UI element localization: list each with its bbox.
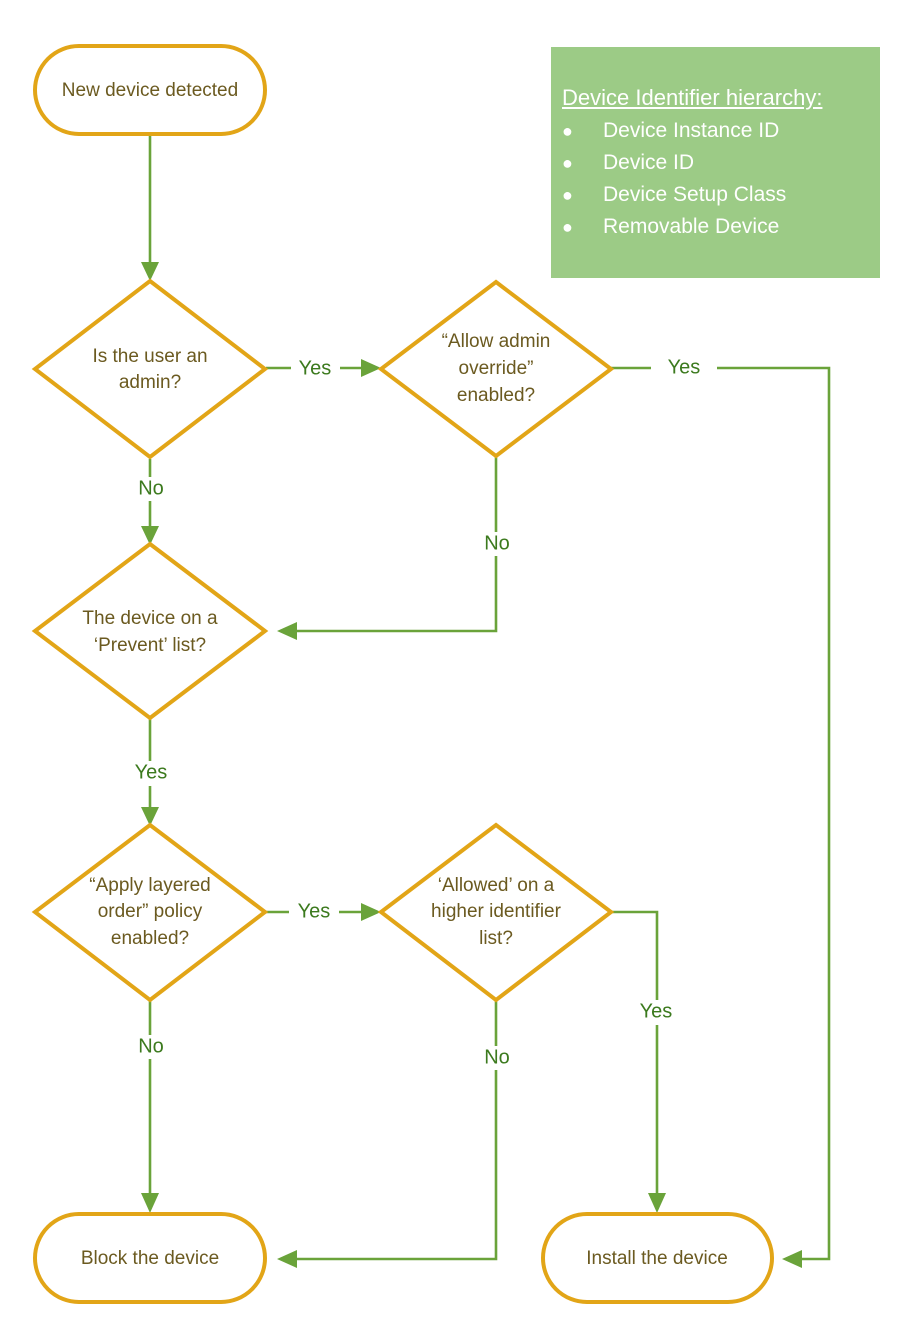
node-is-admin-label-line2: admin? — [119, 372, 181, 393]
node-start[interactable]: New device detected — [33, 44, 267, 136]
node-layered-order[interactable]: “Apply layered order” policy enabled? — [31, 822, 269, 1003]
node-layered-order-label-line1: “Apply layered — [89, 875, 210, 896]
edge-label-layered-yes: Yes — [298, 900, 331, 922]
node-layered-order-label-line2: order” policy — [98, 901, 203, 922]
legend-item: ● Device Setup Class — [551, 179, 880, 211]
node-install-device-label: Install the device — [586, 1248, 728, 1269]
edge-label-admin-no: No — [138, 477, 164, 499]
legend-title: Device Identifier hierarchy: — [562, 85, 823, 110]
device-identifier-legend: Device Identifier hierarchy: ● Device In… — [551, 47, 880, 278]
edge-allowed-no — [277, 1001, 498, 1268]
edge-label-allowed-yes: Yes — [640, 1000, 673, 1022]
node-install-device[interactable]: Install the device — [541, 1212, 774, 1304]
legend-item-label: Removable Device — [603, 215, 780, 238]
node-allowed-higher-label-line3: list? — [479, 928, 513, 949]
legend-item-label: Device Instance ID — [603, 119, 780, 142]
edge-layered-yes — [266, 903, 381, 921]
node-allowed-higher-label-line1: ‘Allowed’ on a — [438, 875, 555, 896]
node-block-device-label: Block the device — [81, 1248, 219, 1269]
edge-label-admin-yes: Yes — [299, 357, 332, 379]
bullet-icon: ● — [562, 153, 573, 173]
node-is-admin-label-line1: Is the user an — [92, 346, 207, 367]
edge-allowed-yes — [611, 910, 666, 1213]
node-is-admin[interactable]: Is the user an admin? — [31, 278, 269, 460]
edge-start-to-is-admin — [141, 134, 159, 281]
node-start-label: New device detected — [62, 80, 238, 101]
edge-override-no — [277, 456, 498, 640]
edge-is-admin-no — [141, 459, 159, 545]
edge-layered-no — [141, 1001, 159, 1213]
bullet-icon: ● — [562, 185, 573, 205]
edge-label-override-yes: Yes — [668, 356, 701, 378]
node-prevent-list-label-line2: ‘Prevent’ list? — [94, 635, 206, 656]
edge-label-override-no: No — [484, 532, 510, 554]
legend-item: ● Device ID — [551, 147, 880, 179]
node-admin-override-label-line1: “Allow admin — [442, 331, 551, 352]
edge-label-layered-no: No — [138, 1035, 164, 1057]
node-prevent-list[interactable]: The device on a ‘Prevent’ list? — [31, 541, 269, 721]
node-admin-override[interactable]: “Allow admin override” enabled? — [377, 279, 615, 459]
node-admin-override-label-line2: override” — [459, 358, 534, 379]
node-allowed-higher[interactable]: ‘Allowed’ on a higher identifier list? — [377, 822, 615, 1003]
node-prevent-list-label-line1: The device on a — [82, 608, 218, 629]
legend-item-label: Device ID — [603, 151, 695, 174]
edge-is-admin-yes — [266, 359, 381, 377]
node-layered-order-label-line3: enabled? — [111, 928, 189, 949]
node-block-device[interactable]: Block the device — [33, 1212, 267, 1304]
edge-override-yes — [611, 366, 831, 1268]
legend-item: ● Device Instance ID — [551, 115, 880, 147]
legend-item: ● Removable Device — [551, 211, 880, 243]
bullet-icon: ● — [562, 217, 573, 237]
edge-prevent-yes — [141, 719, 159, 826]
legend-item-label: Device Setup Class — [603, 183, 787, 206]
bullet-icon: ● — [562, 121, 573, 141]
node-admin-override-label-line3: enabled? — [457, 385, 535, 406]
legend-list: ● Device Instance ID ● Device ID ● Devic… — [551, 115, 880, 243]
edge-label-allowed-no: No — [484, 1046, 510, 1068]
edge-label-prevent-yes: Yes — [135, 761, 168, 783]
node-allowed-higher-label-line2: higher identifier — [431, 901, 562, 922]
